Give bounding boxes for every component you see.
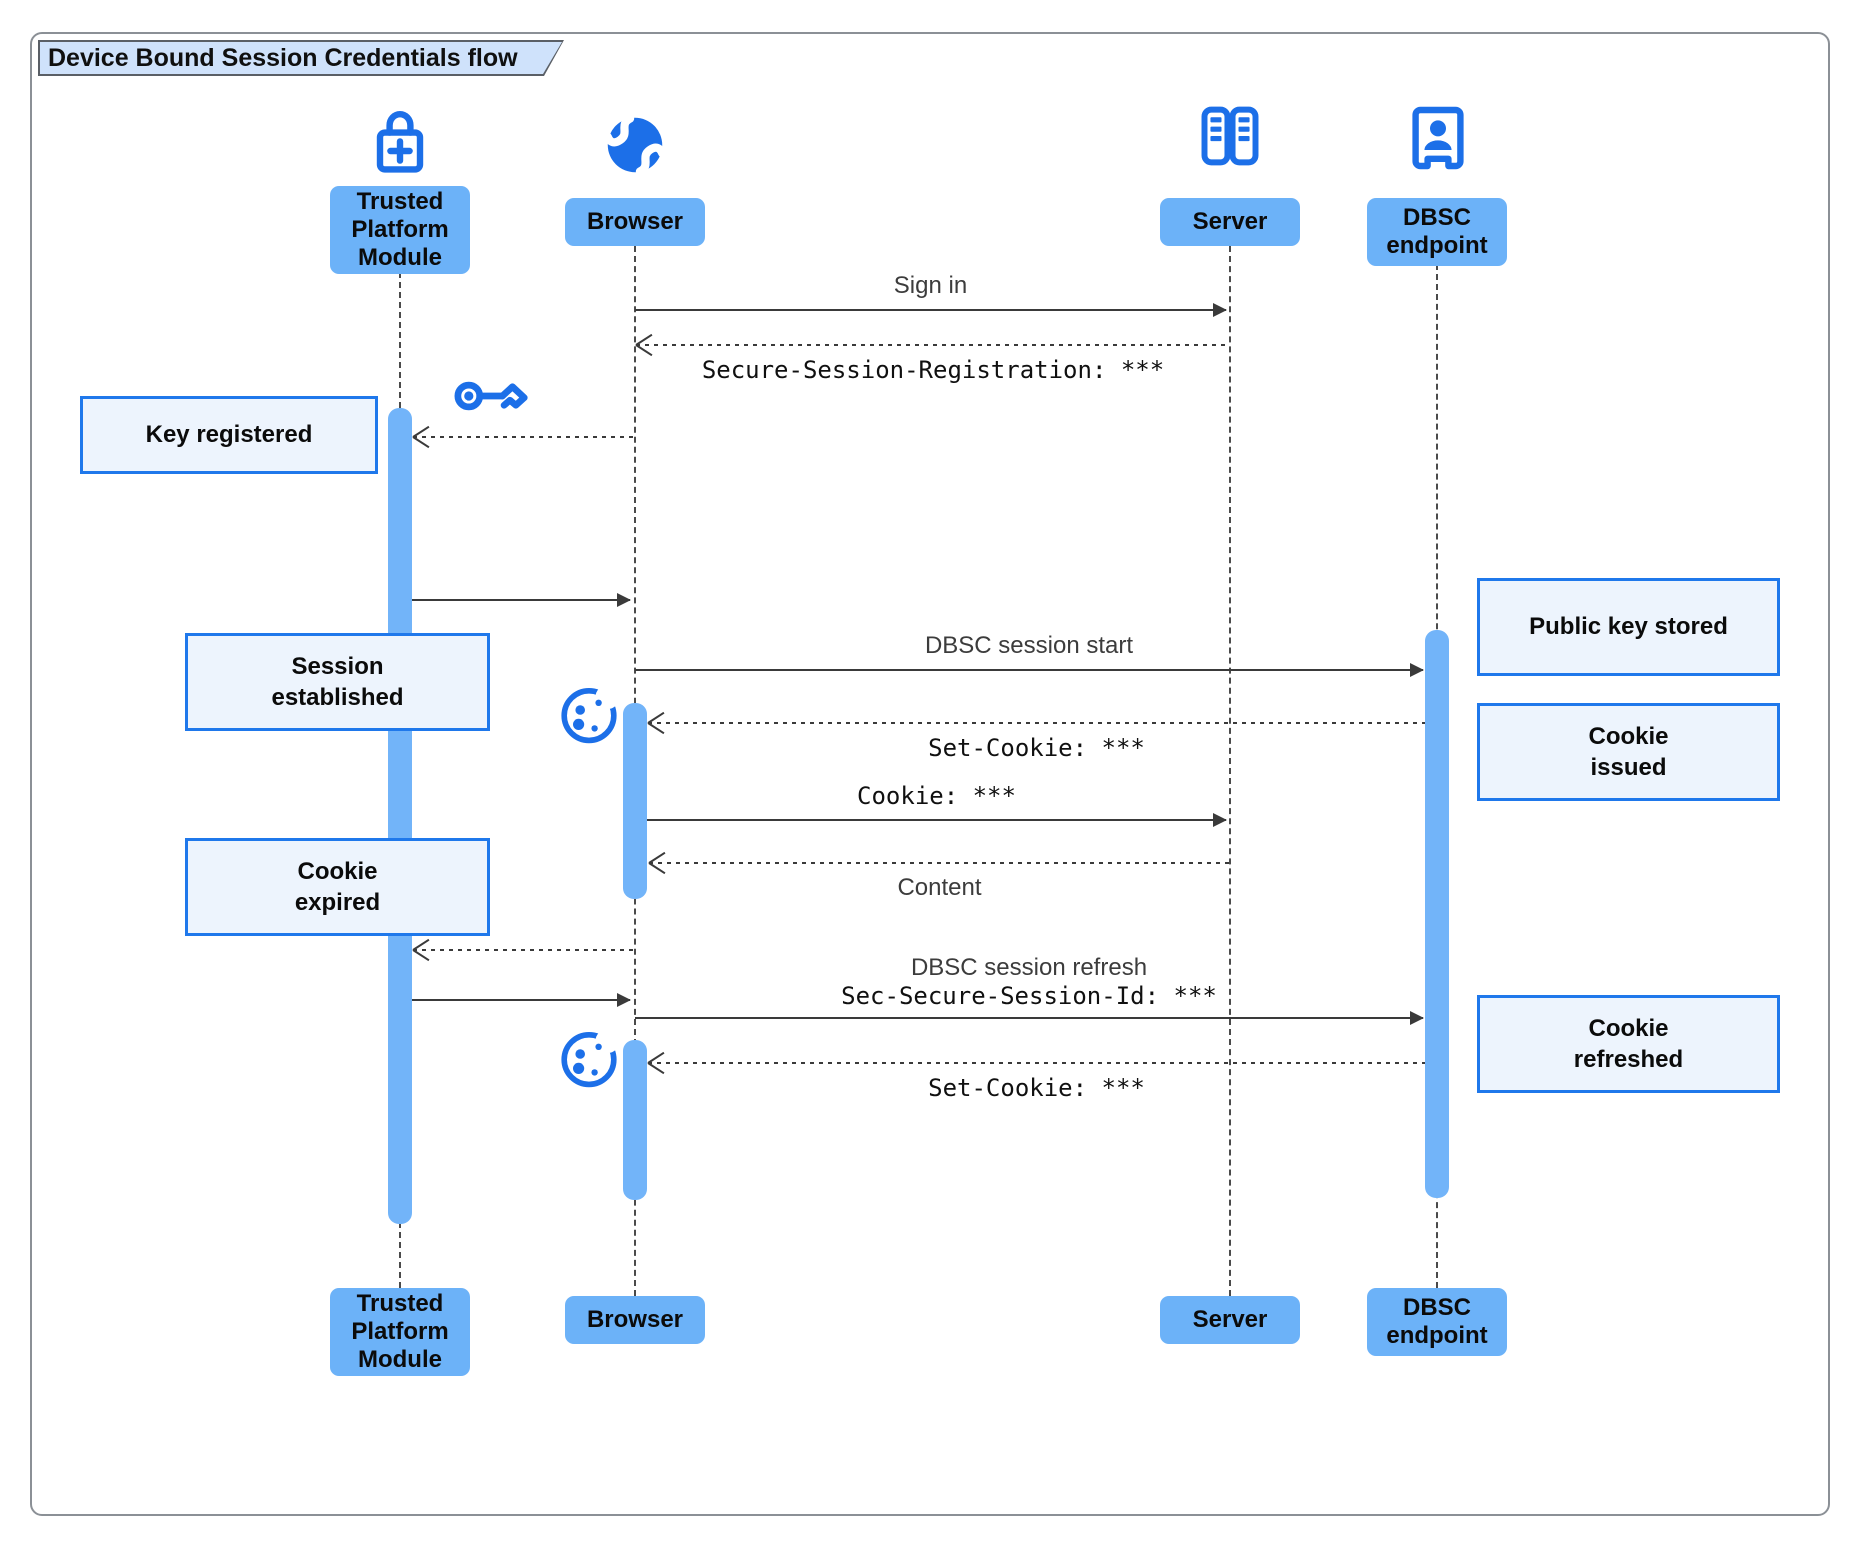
note-cookie-issued: Cookie issued <box>1477 703 1780 801</box>
cookie-icon <box>561 685 620 744</box>
message-line <box>412 599 630 601</box>
arrowhead-right-icon <box>1213 813 1227 827</box>
lifeline-server <box>1229 246 1231 1296</box>
contact-badge-icon <box>1412 106 1464 170</box>
activation-bar-dbsc-endpoint <box>1425 630 1449 1198</box>
message-label-line2: Sec-Secure-Session-Id: *** <box>841 982 1217 1010</box>
message-label: Content <box>897 874 982 901</box>
actor-top-server: Server <box>1160 198 1300 246</box>
message-content: Content <box>649 862 1230 901</box>
message-line <box>635 309 1226 311</box>
server-rack-icon <box>1201 106 1259 166</box>
arrowhead-right-icon <box>617 593 631 607</box>
message-browser-to-tpm-register <box>413 436 635 438</box>
note-cookie-refreshed: Cookie refreshed <box>1477 995 1780 1093</box>
actor-bottom-tpm: Trusted Platform Module <box>330 1288 470 1376</box>
note-session-established: Session established <box>185 633 490 731</box>
note-public-key-stored: Public key stored <box>1477 578 1780 676</box>
message-line <box>635 1017 1423 1019</box>
message-cookie: Cookie: *** <box>647 782 1227 827</box>
activation-bar-tpm <box>388 408 412 1224</box>
message-dbsc-session-refresh: DBSC session refresh Sec-Secure-Session-… <box>635 954 1424 1025</box>
globe-icon <box>603 114 667 176</box>
activation-bar-browser-1 <box>623 703 647 899</box>
lock-plus-icon <box>376 111 424 173</box>
arrowhead-right-icon <box>1213 303 1227 317</box>
message-line <box>413 949 635 951</box>
message-label: Cookie: *** <box>857 782 1016 810</box>
message-sign-in: Sign in <box>635 272 1227 317</box>
message-set-cookie-2: Set-Cookie: *** <box>648 1062 1425 1102</box>
message-label: Secure-Session-Registration: *** <box>701 356 1165 384</box>
message-line <box>649 862 1230 864</box>
message-line <box>648 722 1425 724</box>
message-set-cookie-1: Set-Cookie: *** <box>648 722 1425 762</box>
message-browser-to-tpm-refresh <box>413 949 635 951</box>
message-tpm-to-browser-signature <box>412 993 631 1007</box>
actor-top-dbsc-endpoint: DBSC endpoint <box>1367 198 1507 266</box>
arrowhead-right-icon <box>1410 1011 1424 1025</box>
note-key-registered: Key registered <box>80 396 378 474</box>
message-line <box>636 344 1230 346</box>
message-tpm-to-browser-key <box>412 593 631 607</box>
actor-top-tpm: Trusted Platform Module <box>330 186 470 274</box>
key-icon <box>454 381 528 411</box>
actor-top-browser: Browser <box>565 198 705 246</box>
arrowhead-right-icon <box>617 993 631 1007</box>
cookie-icon <box>561 1029 620 1088</box>
message-line <box>412 999 630 1001</box>
activation-bar-browser-2 <box>623 1040 647 1200</box>
arrowhead-right-icon <box>1410 663 1424 677</box>
message-label: DBSC session start <box>924 632 1134 659</box>
actor-bottom-dbsc-endpoint: DBSC endpoint <box>1367 1288 1507 1356</box>
message-label: Set-Cookie: *** <box>928 734 1145 762</box>
message-line <box>648 1062 1425 1064</box>
actor-bottom-browser: Browser <box>565 1296 705 1344</box>
message-line <box>635 669 1423 671</box>
message-line <box>647 819 1226 821</box>
message-line <box>413 436 635 438</box>
message-dbsc-session-start: DBSC session start <box>635 632 1424 677</box>
message-label-line1: DBSC session refresh <box>910 954 1148 981</box>
diagram-title: Device Bound Session Credentials flow <box>40 42 562 74</box>
diagram-title-tab: Device Bound Session Credentials flow <box>38 40 564 76</box>
actor-bottom-server: Server <box>1160 1296 1300 1344</box>
note-cookie-expired: Cookie expired <box>185 838 490 936</box>
message-secure-session-registration: Secure-Session-Registration: *** <box>636 344 1230 384</box>
message-label: Sign in <box>893 272 968 299</box>
message-label-stack: DBSC session refresh Sec-Secure-Session-… <box>635 954 1423 1010</box>
message-label: Set-Cookie: *** <box>928 1074 1145 1102</box>
